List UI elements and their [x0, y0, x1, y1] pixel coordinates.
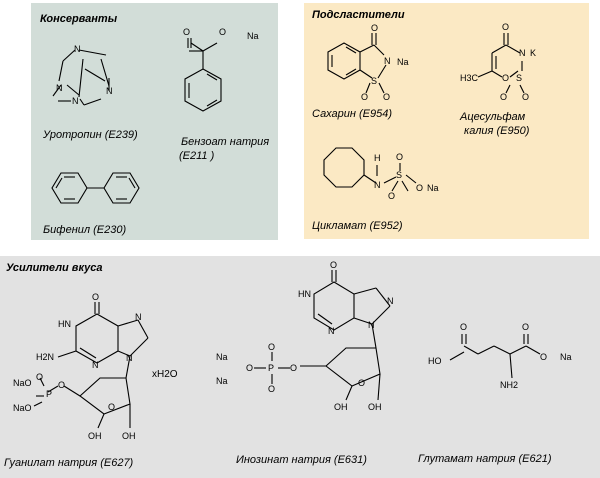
cyclamate-atom-na: Na	[427, 183, 439, 193]
inosinate-atom-o1: O	[330, 260, 338, 270]
guanylate-atom-oh2: OH	[122, 431, 136, 441]
acesulfame-atom-h3c: H3C	[460, 73, 479, 83]
guanylate-name: Гуанилат натрия (E627)	[4, 457, 134, 469]
guanylate-atom-n2: N	[92, 360, 99, 370]
inosinate-atom-o2: O	[246, 363, 254, 373]
glutamate-atom-nh2: NH2	[500, 380, 519, 390]
inosinate-atom-o4: O	[268, 384, 276, 394]
saccharin-atom-o2: O	[361, 92, 369, 102]
acesulfame-name-line2: калия (E950)	[464, 125, 530, 137]
urotropin-atom-n4: N	[106, 86, 113, 96]
guanylate-atom-o: O	[92, 292, 100, 302]
urotropin-structure	[52, 49, 110, 106]
cyclamate-atom-h: H	[374, 153, 381, 163]
inosinate-atom-hn: HN	[298, 289, 311, 299]
cyclamate-structure	[323, 147, 417, 192]
cyclamate-name: Цикламат (E952)	[312, 220, 403, 232]
glutamate-atom-na: Na	[560, 352, 572, 362]
acesulfame-name-line1: Ацесульфам	[460, 111, 526, 123]
benzoate-atom-o2: O	[219, 27, 227, 37]
urotropin-atom-n3: N	[72, 96, 79, 106]
cyclamate-atom-o1: O	[396, 152, 404, 162]
inosinate-name: Инозинат натрия (E631)	[236, 454, 367, 466]
benzoate-name-line2: (E211 )	[179, 150, 215, 162]
glutamate-structure	[449, 334, 541, 379]
enhancers-panel: Усилители вкуса O HN N H2N N N NaO NaO P…	[0, 256, 600, 478]
benzoate-atom-na: Na	[247, 31, 259, 41]
inosinate-atom-o3: O	[268, 342, 276, 352]
acesulfame-atom-o4: O	[522, 92, 530, 102]
inosinate-atom-p: P	[268, 363, 275, 373]
glutamate-atom-o2: O	[522, 322, 530, 332]
guanylate-structure	[33, 302, 149, 429]
glutamate-atom-o1: O	[460, 322, 468, 332]
inosinate-atom-oh2: OH	[368, 402, 382, 412]
guanylate-atom-hn: HN	[58, 319, 71, 329]
benzoate-name-line1: Бензоат натрия	[181, 136, 270, 148]
sweeteners-panel: Подсластители O N Na S O O Сахарин (E954…	[304, 3, 589, 239]
acesulfame-atom-o1: O	[502, 22, 510, 32]
acesulfame-atom-n: N	[519, 48, 526, 58]
guanylate-atom-oh1: OH	[88, 431, 102, 441]
inosinate-atom-n1: N	[387, 296, 394, 306]
guanylate-atom-h2n: H2N	[36, 352, 55, 362]
inosinate-structure	[254, 270, 391, 401]
glutamate-name: Глутамат натрия (E621)	[418, 453, 552, 465]
enhancers-heading: Усилители вкуса	[6, 262, 103, 274]
guanylate-atom-n3: N	[126, 353, 133, 363]
acesulfame-atom-o2: O	[502, 73, 510, 83]
saccharin-structure	[327, 33, 387, 94]
cyclamate-atom-s: S	[396, 170, 403, 180]
acesulfame-atom-s: S	[516, 73, 523, 83]
preservatives-panel: Консерванты N N N N Уротропин (E239) O O…	[31, 3, 278, 240]
preservatives-heading: Консерванты	[40, 13, 118, 25]
guanylate-atom-nao1: NaO	[13, 378, 32, 388]
saccharin-atom-n: N	[384, 56, 391, 66]
cyclamate-atom-o2: O	[388, 191, 396, 201]
cyclamate-atom-o3: O	[416, 183, 424, 193]
benzoate-atom-o1: O	[183, 27, 191, 37]
sweeteners-heading: Подсластители	[312, 9, 405, 21]
glutamate-atom-ho: HO	[428, 356, 442, 366]
guanylate-atom-nao2: NaO	[13, 403, 32, 413]
urotropin-atom-n2: N	[56, 83, 63, 93]
guanylate-atom-o2: O	[36, 372, 44, 382]
saccharin-atom-na: Na	[397, 57, 409, 67]
inosinate-atom-n2: N	[328, 326, 335, 336]
inosinate-atom-na2: Na	[216, 376, 228, 386]
guanylate-atom-p: P	[46, 389, 53, 399]
urotropin-atom-n1: N	[74, 44, 81, 54]
glutamate-atom-o3: O	[540, 352, 548, 362]
guanylate-atom-o3: O	[58, 380, 66, 390]
acesulfame-structure	[477, 33, 525, 94]
inosinate-atom-na1: Na	[216, 352, 228, 362]
inosinate-atom-n3: N	[368, 320, 375, 330]
inosinate-atom-oh1: OH	[334, 402, 348, 412]
inosinate-atom-o5: O	[290, 363, 298, 373]
guanylate-hydrate: xH2O	[152, 369, 178, 380]
cyclamate-atom-n: N	[374, 180, 381, 190]
biphenyl-structure	[51, 172, 140, 204]
saccharin-atom-s: S	[371, 76, 378, 86]
guanylate-atom-o4: O	[108, 402, 116, 412]
inosinate-atom-o6: O	[358, 378, 366, 388]
saccharin-atom-o3: O	[383, 92, 391, 102]
saccharin-atom-o1: O	[371, 23, 379, 33]
guanylate-atom-n1: N	[135, 312, 142, 322]
benzoate-structure	[184, 38, 222, 112]
biphenyl-name: Бифенил (E230)	[43, 224, 127, 236]
saccharin-name: Сахарин (E954)	[312, 108, 393, 120]
urotropin-name: Уротропин (E239)	[43, 129, 138, 141]
acesulfame-atom-k: K	[530, 48, 537, 58]
acesulfame-atom-o3: O	[500, 92, 508, 102]
